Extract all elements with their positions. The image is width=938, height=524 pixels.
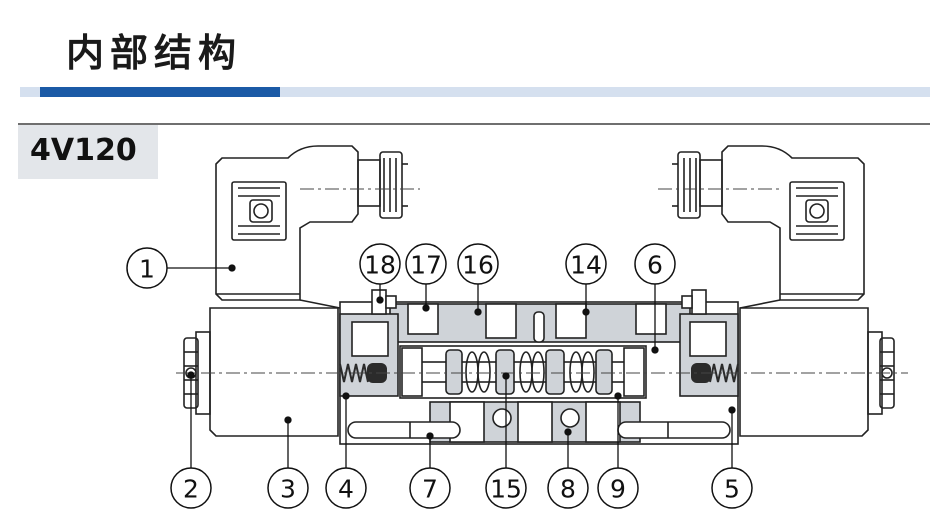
callout-8: 8 — [560, 475, 576, 504]
callout-circles — [126, 243, 753, 509]
callout-16: 16 — [462, 251, 494, 280]
callout-5: 5 — [724, 475, 740, 504]
callout-4: 4 — [338, 475, 354, 504]
left-solenoid — [183, 145, 408, 437]
callout-3: 3 — [280, 475, 296, 504]
callout-7: 7 — [422, 475, 438, 504]
callout-9: 9 — [610, 475, 626, 504]
callout-17: 17 — [410, 251, 442, 280]
callout-2: 2 — [183, 475, 199, 504]
model-label: 4V120 — [30, 133, 137, 168]
callout-18: 18 — [364, 251, 396, 280]
title-underline-accent — [40, 87, 280, 97]
valve-body — [339, 289, 739, 445]
page-title: 内部结构 — [66, 31, 243, 75]
callout-14: 14 — [570, 251, 602, 280]
callout-15: 15 — [490, 475, 522, 504]
callout-leaders — [166, 264, 736, 470]
callout-1: 1 — [139, 255, 155, 284]
callout-labels: 1 2 3 4 5 6 7 8 9 14 15 16 17 18 — [139, 251, 740, 504]
center-lines — [176, 188, 908, 374]
callout-6: 6 — [647, 251, 663, 280]
section-divider — [18, 123, 930, 125]
right-solenoid — [672, 145, 895, 437]
title-underline — [20, 87, 930, 97]
model-tab — [18, 125, 158, 179]
